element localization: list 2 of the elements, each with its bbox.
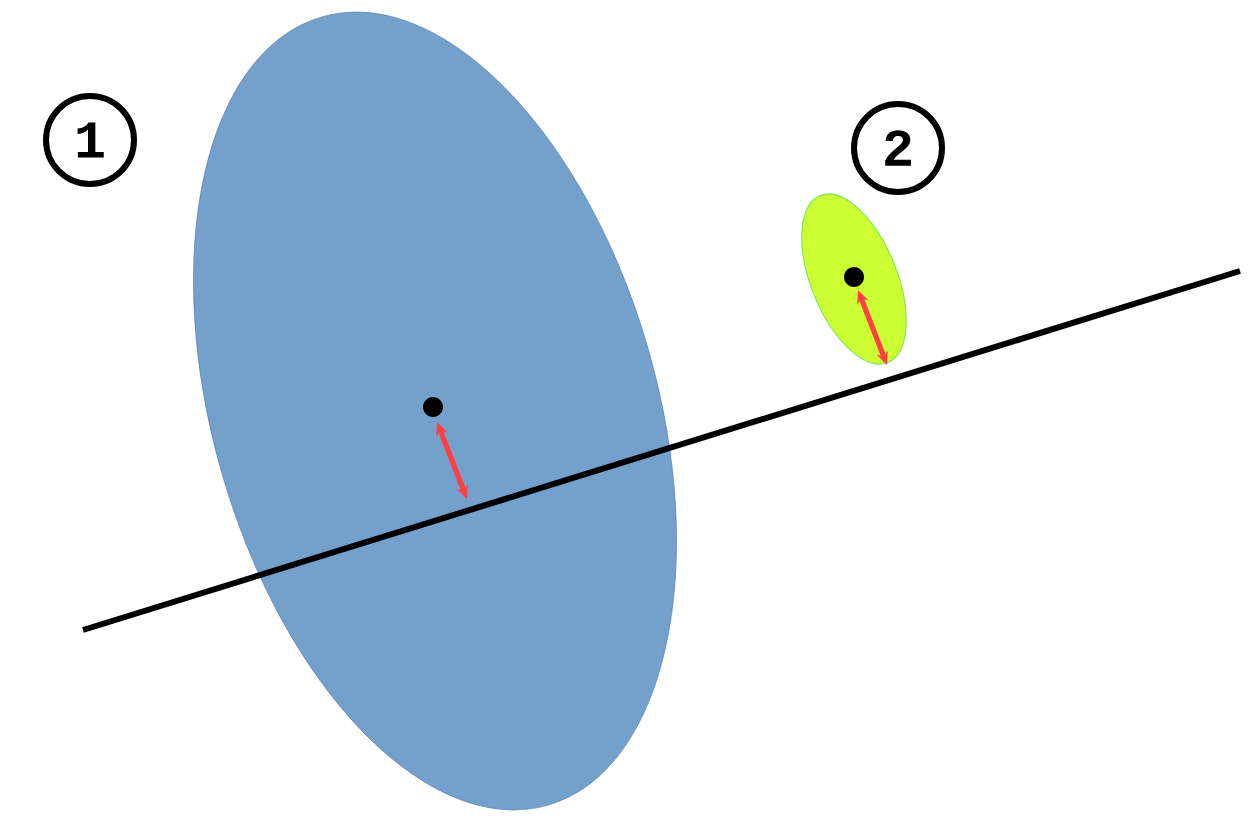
callout-number: 2 [851,101,945,195]
callout-number: 1 [43,93,137,187]
